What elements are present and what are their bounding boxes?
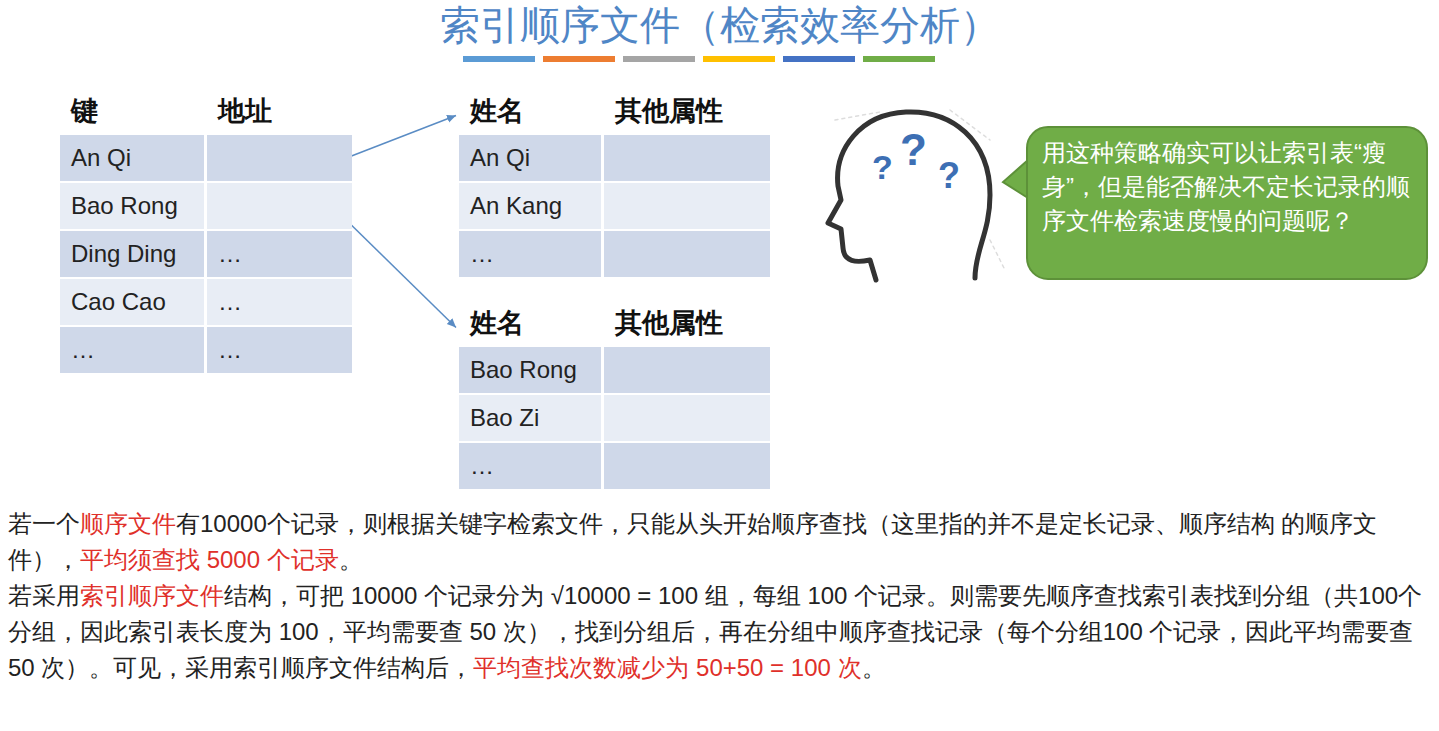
table-node: 姓名 其他属性 An QiAn Kang… — [459, 88, 770, 279]
table-cell: … — [459, 231, 601, 277]
table-cell: An Qi — [60, 135, 204, 181]
speech-bubble-pointer — [1003, 160, 1028, 198]
table-node: 姓名 其他属性 Bao RongBao Zi… — [459, 300, 770, 491]
title-underline-bars — [463, 56, 935, 62]
table-cell: … — [207, 279, 352, 325]
table-row: Bao Zi — [459, 395, 770, 441]
column-header: 其他属性 — [615, 304, 723, 342]
table-row: An Kang — [459, 183, 770, 229]
table-cell — [604, 443, 770, 489]
cell-text: … — [71, 327, 95, 373]
cell-text: Bao Rong — [71, 183, 178, 229]
body-text: 。 — [339, 546, 363, 573]
table-row: An Qi — [60, 135, 352, 181]
table-cell: Bao Rong — [60, 183, 204, 229]
column-header: 地址 — [218, 92, 272, 130]
table-row: …… — [60, 327, 352, 373]
table-row: Bao Rong — [60, 183, 352, 229]
table-cell — [604, 183, 770, 229]
table-row: Bao Rong — [459, 347, 770, 393]
column-header: 姓名 — [470, 304, 524, 342]
thinking-head-icon — [828, 110, 1005, 280]
cell-text: An Qi — [470, 135, 530, 181]
cell-text: … — [470, 231, 494, 277]
table-cell — [207, 183, 352, 229]
column-header: 姓名 — [470, 92, 524, 130]
highlight-text: 平均查找次数减少为 50+50 = 100 次 — [473, 654, 861, 681]
table-cell: … — [207, 327, 352, 373]
question-mark: ? — [938, 158, 960, 194]
table-cell — [604, 231, 770, 277]
paragraph: 若一个顺序文件有10000个记录，则根据关键字检索文件，只能从头开始顺序查找（这… — [8, 506, 1432, 578]
table-cell: An Kang — [459, 183, 601, 229]
cell-text: An Qi — [71, 135, 131, 181]
explanation-text: 若一个顺序文件有10000个记录，则根据关键字检索文件，只能从头开始顺序查找（这… — [8, 506, 1432, 686]
table-cell: Bao Rong — [459, 347, 601, 393]
table-cell: … — [459, 443, 601, 489]
column-header: 键 — [71, 92, 98, 130]
pointer-arrow — [336, 116, 456, 163]
table-cell: Cao Cao — [60, 279, 204, 325]
question-mark: ? — [872, 150, 893, 184]
body-text: 若一个 — [8, 510, 80, 537]
table-cell: … — [60, 327, 204, 373]
cell-text: An Kang — [470, 183, 562, 229]
cell-text: Ding Ding — [71, 231, 176, 277]
table-row: Cao Cao … — [60, 279, 352, 325]
cell-text: … — [218, 279, 242, 325]
table-cell: … — [207, 231, 352, 277]
table-row: Ding Ding … — [60, 231, 352, 277]
column-header: 其他属性 — [615, 92, 723, 130]
highlight-text: 平均须查找 5000 个记录 — [80, 546, 339, 573]
body-text: 若采用 — [8, 582, 80, 609]
body-text: 。 — [862, 654, 886, 681]
table-cell — [604, 347, 770, 393]
cell-text: Bao Rong — [470, 347, 577, 393]
table-cell — [207, 135, 352, 181]
table-cell — [604, 135, 770, 181]
cell-text: Cao Cao — [71, 279, 166, 325]
table-cell: Bao Zi — [459, 395, 601, 441]
table-row: An Qi — [459, 135, 770, 181]
table-cell: Ding Ding — [60, 231, 204, 277]
cell-text: … — [218, 327, 242, 373]
table-row: … — [459, 231, 770, 277]
highlight-text: 索引顺序文件 — [80, 582, 224, 609]
paragraph: 若采用索引顺序文件结构，可把 10000 个记录分为 √10000 = 100 … — [8, 578, 1432, 686]
table-row: … — [459, 443, 770, 489]
speech-bubble: 用这种策略确实可以让索引表“瘦身”，但是能否解决不定长记录的顺序文件检索速度慢的… — [1026, 126, 1428, 280]
cell-text: Bao Zi — [470, 395, 539, 441]
cell-text: … — [470, 443, 494, 489]
bubble-text: 用这种策略确实可以让索引表“瘦身”，但是能否解决不定长记录的顺序文件检索速度慢的… — [1042, 136, 1412, 238]
table-node: 键地址An QiBao RongDing Ding…Cao Cao……… — [60, 88, 352, 375]
page-title: 索引顺序文件（检索效率分析） — [0, 0, 1439, 50]
table-cell: An Qi — [459, 135, 601, 181]
question-mark: ? — [900, 128, 927, 172]
table-cell — [604, 395, 770, 441]
highlight-text: 顺序文件 — [80, 510, 176, 537]
cell-text: … — [218, 231, 242, 277]
pointer-arrow — [336, 210, 456, 328]
